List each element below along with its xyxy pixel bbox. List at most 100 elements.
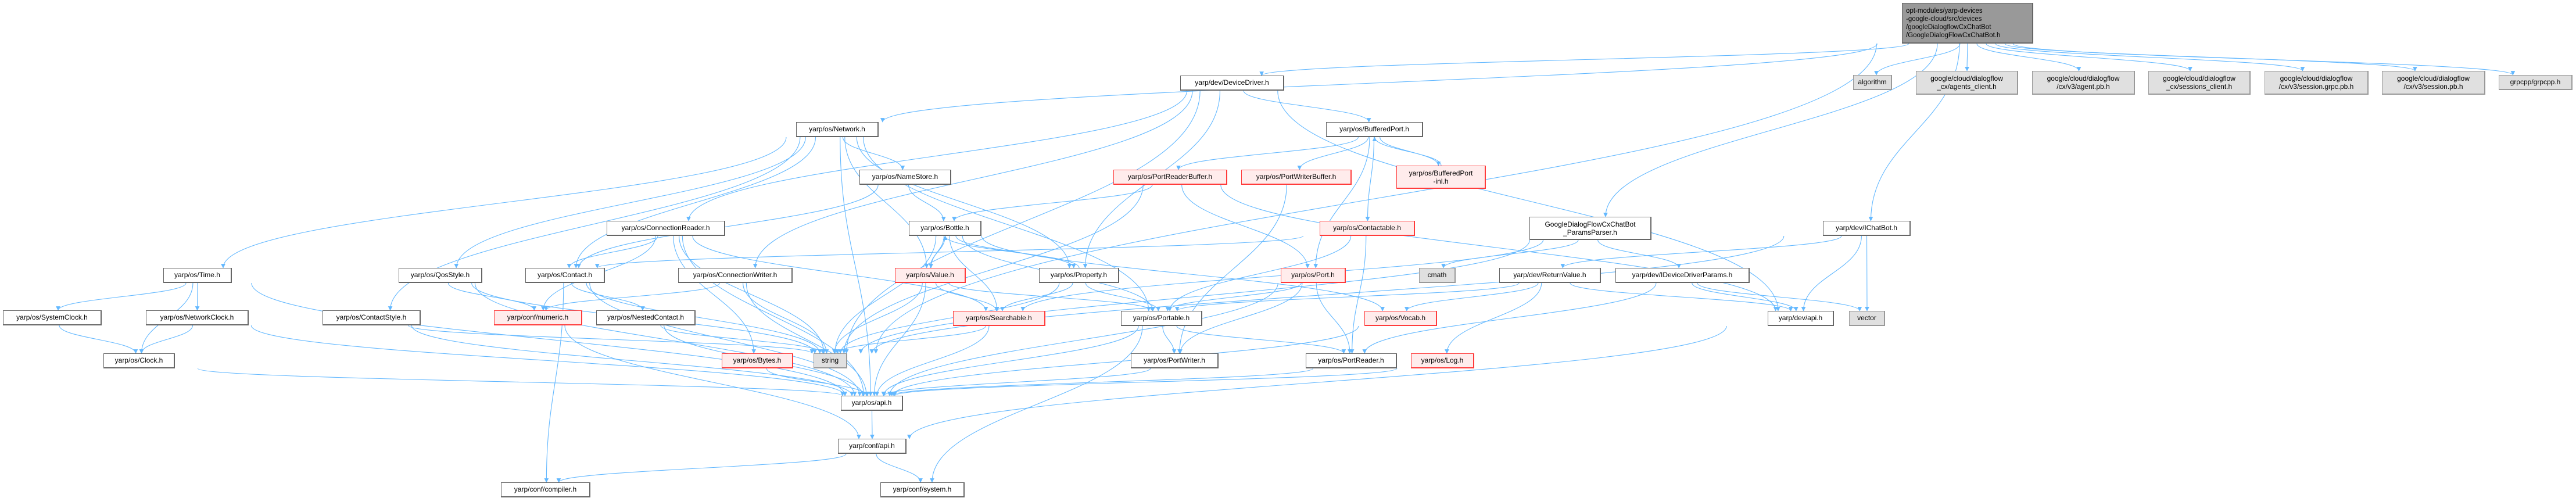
node-grpcpp[interactable]: grpcpp/grpcpp.h	[2499, 75, 2573, 90]
edge-property-to-searchable	[1000, 282, 1073, 311]
edge-contact-to-osapi	[589, 282, 862, 396]
node-vocab[interactable]: yarp/os/Vocab.h	[1364, 311, 1437, 326]
edge-devapi-to-confapi	[907, 325, 1727, 439]
node-network[interactable]: yarp/os/Network.h	[796, 122, 879, 137]
node-log[interactable]: yarp/os/Log.h	[1411, 353, 1474, 368]
node-time[interactable]: yarp/os/Time.h	[163, 268, 232, 283]
edge-network-to-qosstyle	[454, 137, 806, 268]
node-string[interactable]: string	[814, 353, 847, 368]
node-qosstyle[interactable]: yarp/os/QosStyle.h	[399, 268, 482, 283]
edge-portable-to-portwriter	[1162, 325, 1177, 354]
edge-namestore-to-bottle	[908, 184, 946, 221]
node-clock[interactable]: yarp/os/Clock.h	[103, 353, 175, 368]
node-cmath[interactable]: cmath	[1419, 268, 1456, 283]
edge-property-to-bottle	[943, 235, 1080, 268]
node-algorithm[interactable]: algorithm	[1853, 75, 1892, 90]
edge-returnvalue-to-vocab	[1405, 282, 1539, 311]
node-compiler[interactable]: yarp/conf/compiler.h	[501, 482, 590, 497]
edge-systemclock-to-clock	[59, 325, 138, 354]
node-main[interactable]: opt-modules/yarp-devices -google-cloud/s…	[1902, 3, 2033, 44]
node-networkclock[interactable]: yarp/os/NetworkClock.h	[146, 310, 249, 325]
edge-network-to-portable	[863, 137, 1151, 311]
edge-main-to-devicedriver	[1259, 43, 1909, 76]
edge-port-to-portreader	[1316, 282, 1352, 354]
node-session-pb[interactable]: google/cloud/dialogflow /cx/v3/session.p…	[2382, 71, 2485, 95]
edge-confapi-to-system	[876, 453, 923, 483]
edge-portreader-to-osapi	[888, 368, 1314, 396]
node-system[interactable]: yarp/conf/system.h	[880, 482, 965, 497]
node-session-grpc[interactable]: google/cloud/dialogflow /cx/v3/session.g…	[2265, 71, 2369, 95]
node-contactstyle[interactable]: yarp/os/ContactStyle.h	[323, 310, 421, 325]
edge-confapi-to-compiler	[556, 453, 847, 483]
edge-ichatbot-to-returnvalue	[1560, 235, 1842, 268]
node-agent-pb[interactable]: google/cloud/dialogflow /cx/v3/agent.pb.…	[2032, 71, 2135, 95]
edge-main-to-grpcpp	[2012, 43, 2516, 76]
edge-bytes-to-osapi	[766, 368, 870, 396]
edge-returnvalue-to-portable	[1175, 282, 1520, 311]
edge-log-to-osapi	[893, 368, 1398, 396]
edge-network-to-property	[856, 137, 1072, 268]
edge-main-to-network	[880, 43, 1878, 123]
edge-connectionwriter-to-string	[743, 282, 829, 354]
node-bufferedport[interactable]: yarp/os/BufferedPort.h	[1326, 122, 1423, 137]
node-connectionwriter[interactable]: yarp/os/ConnectionWriter.h	[678, 268, 793, 283]
node-systemclock[interactable]: yarp/os/SystemClock.h	[3, 310, 102, 325]
edge-time-to-osapi	[251, 282, 847, 396]
node-nestedcontact[interactable]: yarp/os/NestedContact.h	[596, 310, 696, 325]
node-agents-client[interactable]: google/cloud/dialogflow _cx/agents_clien…	[1916, 71, 2018, 95]
edge-main-to-ichatbot	[1868, 43, 1960, 221]
edge-connectionreader-to-osapi	[682, 235, 866, 396]
node-namestore[interactable]: yarp/os/NameStore.h	[859, 170, 951, 185]
edge-portreaderbuffer-to-string	[841, 184, 1144, 354]
node-connectionreader[interactable]: yarp/os/ConnectionReader.h	[607, 221, 725, 236]
node-ichatbot[interactable]: yarp/dev/IChatBot.h	[1823, 221, 1911, 236]
node-property[interactable]: yarp/os/Property.h	[1039, 268, 1119, 283]
edge-portreaderbuffer-to-bottle	[952, 184, 1153, 221]
edge-numeric-to-confapi	[564, 325, 861, 439]
edge-networkclock-to-clock	[139, 325, 194, 354]
node-osapi[interactable]: yarp/os/api.h	[841, 396, 903, 411]
node-contactable[interactable]: yarp/os/Contactable.h	[1320, 221, 1415, 236]
node-devapi[interactable]: yarp/dev/api.h	[1768, 311, 1834, 326]
node-bufferedport-inl[interactable]: yarp/os/BufferedPort -inl.h	[1396, 166, 1486, 189]
node-confapi[interactable]: yarp/conf/api.h	[838, 439, 907, 454]
node-numeric[interactable]: yarp/conf/numeric.h	[494, 310, 582, 325]
node-searchable[interactable]: yarp/os/Searchable.h	[953, 311, 1045, 326]
edge-value-to-osapi	[872, 282, 926, 396]
edge-network-to-osapi	[840, 137, 873, 396]
edge-contact-to-string	[586, 282, 822, 354]
node-portreaderbuffer[interactable]: yarp/os/PortReaderBuffer.h	[1113, 170, 1227, 185]
edge-port-to-portable	[1165, 282, 1302, 311]
edge-connectionwriter-to-osapi	[746, 282, 869, 396]
node-portwriterbuffer[interactable]: yarp/os/PortWriterBuffer.h	[1241, 170, 1352, 185]
edge-ideviceparams-to-portreader	[1362, 282, 1657, 354]
node-sessions-client[interactable]: google/cloud/dialogflow _cx/sessions_cli…	[2148, 71, 2251, 95]
node-bytes[interactable]: yarp/os/Bytes.h	[722, 353, 793, 368]
node-bottle[interactable]: yarp/os/Bottle.h	[909, 221, 981, 236]
node-value[interactable]: yarp/os/Value.h	[895, 268, 966, 283]
node-returnvalue[interactable]: yarp/dev/ReturnValue.h	[1499, 268, 1601, 283]
edge-connectionwriter-to-numeric	[543, 282, 720, 311]
edge-portreaderbuffer-to-port	[1181, 184, 1310, 268]
node-paramsparser[interactable]: GoogleDialogFlowCxChatBot _ParamsParser.…	[1529, 217, 1651, 240]
edge-connectionreader-to-contact	[567, 235, 658, 268]
node-portwriter[interactable]: yarp/os/PortWriter.h	[1131, 353, 1219, 368]
edge-networkclock-to-osapi	[250, 325, 847, 396]
node-vector[interactable]: vector	[1849, 311, 1885, 326]
node-contact[interactable]: yarp/os/Contact.h	[525, 268, 605, 283]
edge-network-to-time	[221, 137, 787, 268]
node-devicedriver[interactable]: yarp/dev/DeviceDriver.h	[1180, 76, 1284, 91]
node-port[interactable]: yarp/os/Port.h	[1281, 268, 1346, 283]
edge-network-to-contactstyle	[388, 137, 801, 311]
edge-bufferedport-to-portwriterbuffer	[1297, 137, 1369, 170]
node-portreader[interactable]: yarp/os/PortReader.h	[1306, 353, 1397, 368]
edge-ideviceparams-to-vector	[1697, 282, 1862, 311]
node-ideviceparams[interactable]: yarp/dev/IDeviceDriverParams.h	[1615, 268, 1750, 283]
edge-devicedriver-to-bufferedport	[1243, 90, 1371, 123]
edge-searchable-to-osapi	[875, 325, 990, 396]
edge-port-to-portwriter	[1178, 282, 1303, 354]
node-portable[interactable]: yarp/os/Portable.h	[1121, 311, 1202, 326]
edge-property-to-string	[838, 282, 1060, 354]
edge-main-to-agents_client	[1965, 43, 1969, 71]
